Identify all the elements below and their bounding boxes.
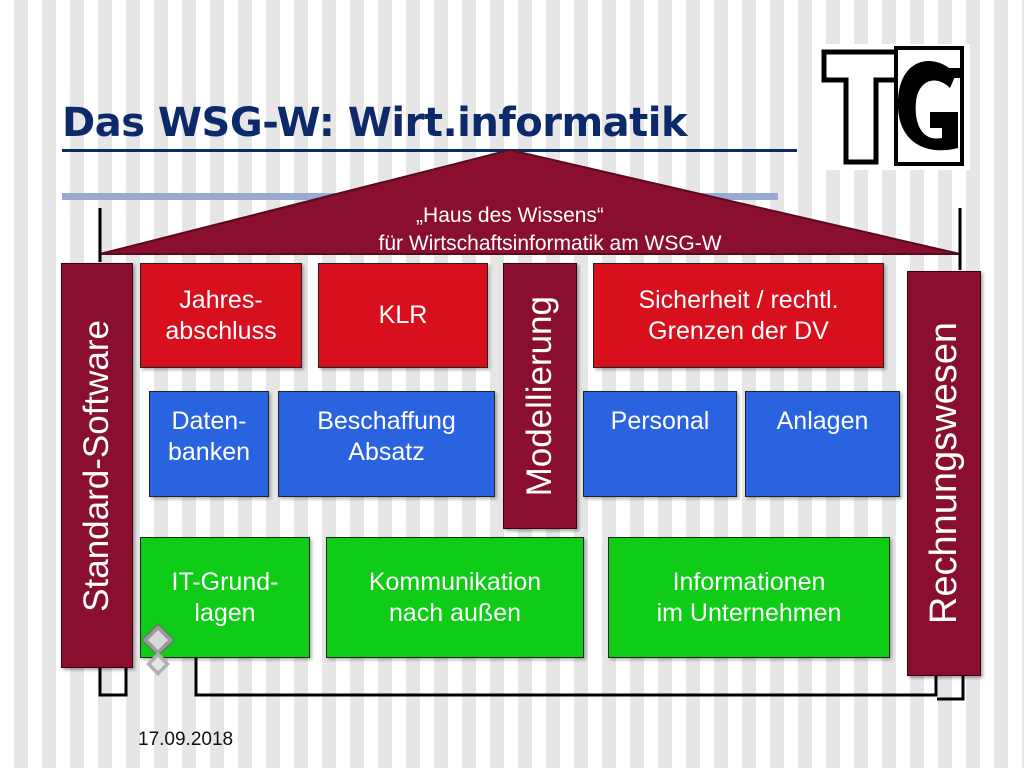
slide-date: 17.09.2018	[138, 729, 234, 750]
box-personal: Personal	[583, 391, 737, 497]
roof-text-line1: „Haus des Wissens“	[416, 204, 604, 227]
box-informationen: Informationen im Unternehmen	[608, 537, 890, 658]
roof-text-line2-clip: für Wirtschaftsinformatik am WSG-W	[250, 232, 850, 252]
box-label: Kommunikation nach außen	[368, 568, 542, 627]
box-label: KLR	[378, 301, 428, 330]
roof-shape	[99, 148, 961, 255]
box-kommunikation: Kommunikation nach außen	[326, 537, 584, 658]
box-label: Sicherheit / rechtl. Grenzen der DV	[638, 286, 839, 345]
slide-title: Das WSG-W: Wirt.informatik	[62, 100, 688, 146]
box-label: Anlagen	[776, 407, 869, 435]
box-label: Beschaffung Absatz	[317, 407, 456, 466]
diamond-icon	[146, 652, 170, 676]
title-underline	[62, 149, 797, 152]
tg-logo-icon	[821, 46, 964, 166]
box-datenbanken: Daten- banken	[149, 391, 269, 497]
box-sicherheit: Sicherheit / rechtl. Grenzen der DV	[593, 263, 884, 368]
school-logo	[818, 44, 970, 170]
pillar-modellierung: Modellierung	[503, 263, 577, 529]
box-label: Personal	[610, 407, 710, 435]
box-anlagen: Anlagen	[745, 391, 900, 497]
box-label: IT-Grund- lagen	[171, 568, 279, 627]
box-beschaffung-absatz: Beschaffung Absatz	[278, 391, 495, 497]
box-label: Daten- banken	[167, 407, 251, 466]
diamond-icon	[141, 623, 175, 657]
box-klr: KLR	[318, 263, 488, 368]
box-it-grundlagen: IT-Grund- lagen	[140, 537, 310, 658]
pillar-rechnungswesen: Rechnungswesen	[907, 271, 981, 676]
pillar-standard-software: Standard-Software	[61, 263, 133, 668]
box-label: Informationen im Unternehmen	[656, 568, 842, 627]
roof-text-line2: für Wirtschaftsinformatik am WSG-W	[378, 232, 722, 252]
box-label: Jahres- abschluss	[165, 286, 277, 345]
box-jahresabschluss: Jahres- abschluss	[140, 263, 302, 368]
frame-lines	[98, 208, 965, 701]
